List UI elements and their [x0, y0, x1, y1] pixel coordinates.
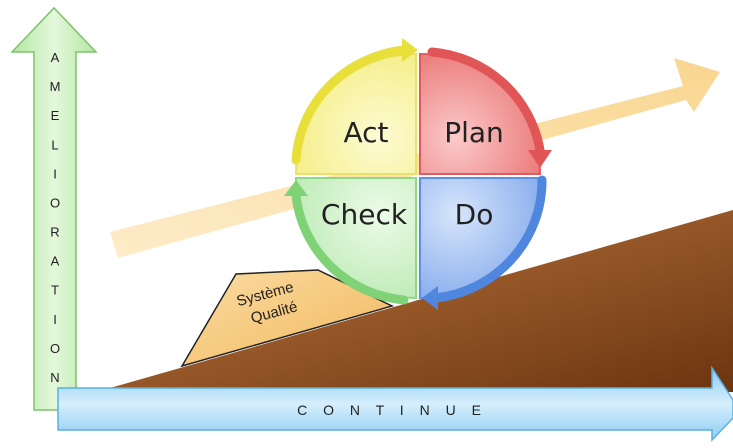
- slope: [96, 210, 733, 392]
- plan-arrowhead: [528, 150, 552, 168]
- amelioration-letter: A: [51, 50, 60, 65]
- amelioration-letter: M: [50, 79, 61, 94]
- continue-label: C O N T I N U E: [297, 402, 487, 418]
- amelioration-letter: A: [51, 254, 60, 269]
- act-cycle-arrow: [291, 45, 409, 165]
- amelioration-letter: O: [50, 341, 60, 356]
- do-cycle-arrow: [431, 175, 547, 303]
- plan-cycle-arrow: [427, 47, 545, 155]
- amelioration-letter: L: [51, 137, 58, 152]
- amelioration-letter: I: [53, 312, 57, 327]
- do-arrowhead: [422, 286, 438, 310]
- continue-arrow: C O N T I N U E: [57, 365, 733, 442]
- amelioration-letter: O: [50, 195, 60, 210]
- pdca-wheel: Act Plan Check Do: [284, 38, 552, 310]
- act-arrowhead: [402, 38, 418, 62]
- do-label: Do: [455, 198, 494, 231]
- act-quadrant: [294, 52, 417, 175]
- amelioration-letter: R: [50, 225, 59, 240]
- quality-system-wedge: Système Qualité: [180, 269, 395, 368]
- amelioration-letter: T: [51, 283, 59, 298]
- check-cycle-arrow: [291, 191, 409, 305]
- plan-quadrant: [419, 52, 542, 175]
- amelioration-letter: I: [53, 166, 57, 181]
- act-label: Act: [343, 116, 388, 149]
- amelioration-letter: N: [50, 370, 59, 385]
- check-arrowhead: [284, 180, 308, 196]
- amelioration-letter: E: [51, 108, 60, 123]
- check-label: Check: [321, 198, 408, 231]
- plan-label: Plan: [444, 116, 504, 149]
